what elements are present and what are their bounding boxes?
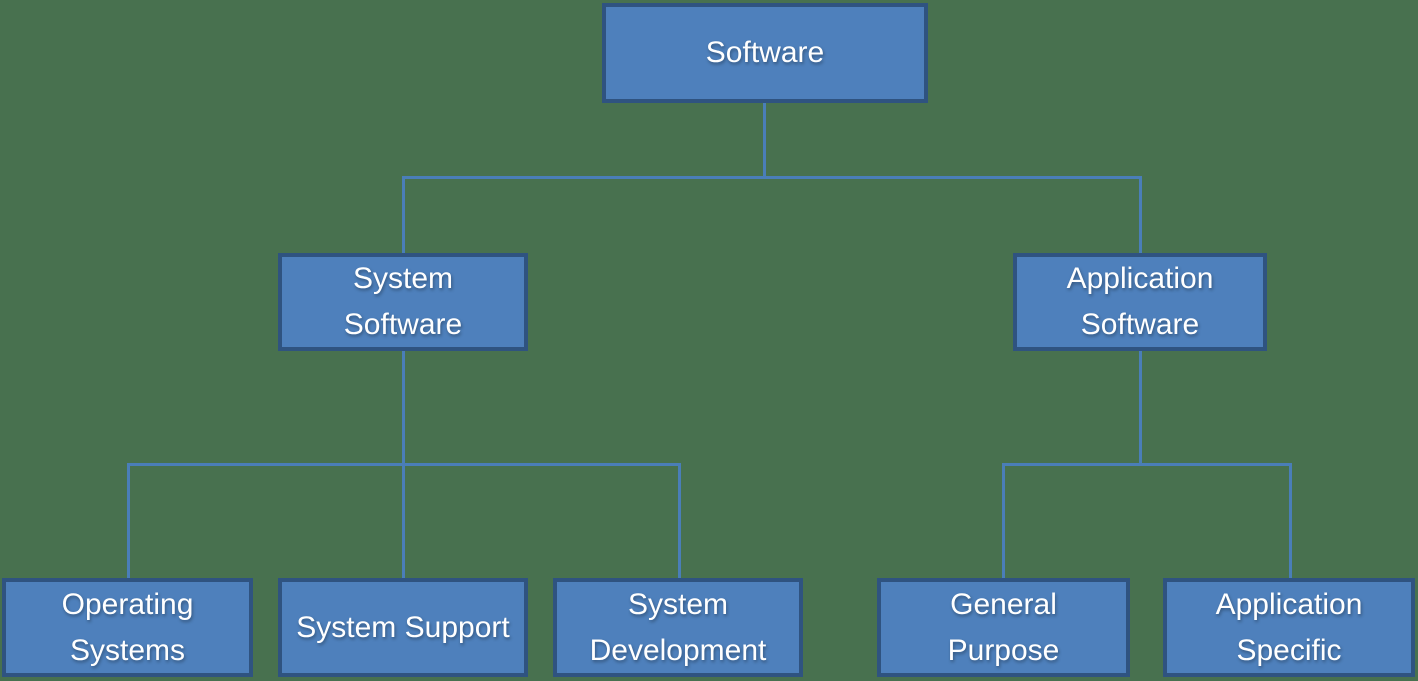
node-operating-systems-label: Operating Systems <box>61 587 194 667</box>
connector-to-general-purpose <box>1002 463 1005 579</box>
connector-to-system-support <box>402 463 405 579</box>
connector-to-application-specific <box>1289 463 1292 579</box>
connector-level2-right-horizontal <box>1002 463 1292 466</box>
node-system-development: System Development <box>553 578 803 677</box>
connector-root-stem <box>763 103 766 179</box>
node-general-purpose: General Purpose <box>877 578 1130 677</box>
connector-application-software-stem <box>1139 351 1142 465</box>
connector-to-operating-systems <box>127 463 130 579</box>
node-application-specific: Application Specific <box>1163 578 1415 677</box>
connector-system-software-stem <box>402 351 405 465</box>
node-system-software-label: System Software <box>343 262 463 341</box>
node-system-development-label: System Development <box>589 587 767 667</box>
node-operating-systems: Operating Systems <box>2 578 253 677</box>
node-software-label: Software <box>705 36 825 69</box>
node-application-specific-label: Application Specific <box>1215 587 1363 667</box>
node-general-purpose-label: General Purpose <box>947 587 1060 667</box>
connector-level1-horizontal <box>402 176 1142 179</box>
connector-to-system-software <box>402 176 405 254</box>
node-system-support: System Support <box>278 578 528 677</box>
node-system-support-label: System Support <box>296 610 510 644</box>
node-application-software-label: Application Software <box>1066 262 1214 341</box>
node-software: Software <box>602 3 928 103</box>
node-system-software: System Software <box>278 253 528 351</box>
connector-to-application-software <box>1139 176 1142 254</box>
connector-to-system-development <box>678 463 681 579</box>
node-application-software: Application Software <box>1013 253 1267 351</box>
